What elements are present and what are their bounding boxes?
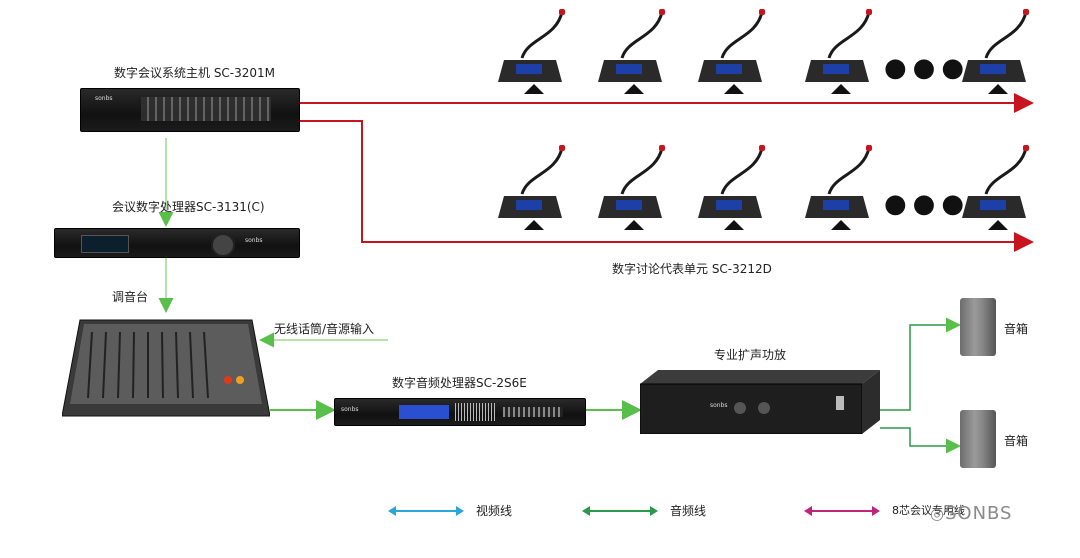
delegate-unit-bottom-4	[805, 144, 875, 254]
delegate-unit-top-1	[498, 8, 568, 118]
delegate-unit-bottom-5	[962, 144, 1032, 254]
audio-processor-label: 数字音频处理器SC-2S6E	[392, 376, 527, 390]
delegate-unit-label: 数字讨论代表单元 SC-3212D	[612, 262, 772, 276]
legend-label-conference: 8芯会议专用线	[892, 504, 965, 517]
delegate-unit-top-3	[698, 8, 768, 118]
delegate-unit-top-5	[962, 8, 1032, 118]
legend-label-audio: 音频线	[670, 504, 707, 518]
legend-arrow-video	[388, 506, 464, 516]
delegate-unit-bottom-2	[598, 144, 668, 254]
legend-arrow-audio	[582, 506, 658, 516]
speaker-1-label: 音箱	[1004, 322, 1029, 336]
wechat-icon: ◎	[930, 504, 945, 523]
speaker-2-device	[960, 410, 996, 468]
more-units-bottom: ●●●	[884, 189, 971, 219]
amp-brand-text: sonbs	[710, 402, 728, 409]
host-label: 数字会议系统主机 SC-3201M	[114, 66, 276, 80]
host-brand-text: sonbs	[95, 95, 113, 102]
delegate-unit-top-2	[598, 8, 668, 118]
speaker-1-device	[960, 298, 996, 356]
conference-processor-device: sonbs	[54, 228, 300, 258]
conference-line-bottom	[298, 120, 1034, 252]
mixer-label: 调音台	[112, 290, 149, 304]
dsp-brand-text: sonbs	[341, 406, 359, 413]
processor-label: 会议数字处理器SC-3131(C)	[112, 200, 265, 214]
audio-line-amp-speaker1	[880, 317, 961, 411]
wireless-input-label: 无线话筒/音源输入	[274, 322, 375, 336]
audio-processor-device: sonbs	[334, 398, 586, 426]
conference-host-device: sonbs	[80, 88, 300, 132]
speaker-2-label: 音箱	[1004, 434, 1029, 448]
audio-line-amp-speaker2	[880, 427, 961, 454]
more-units-top: ●●●	[884, 53, 971, 83]
delegate-unit-top-4	[805, 8, 875, 118]
mixer-console-device	[61, 318, 271, 418]
delegate-unit-bottom-1	[498, 144, 568, 254]
watermark-text: ◎SONBS	[930, 503, 1013, 524]
processor-brand-text: sonbs	[245, 237, 263, 244]
legend-label-video: 视频线	[476, 504, 513, 518]
delegate-unit-bottom-3	[698, 144, 768, 254]
watermark-brand: SONBS	[944, 503, 1013, 524]
legend-arrow-conference	[804, 506, 880, 516]
amplifier-device: sonbs	[639, 370, 880, 435]
amplifier-label: 专业扩声功放	[714, 348, 787, 362]
